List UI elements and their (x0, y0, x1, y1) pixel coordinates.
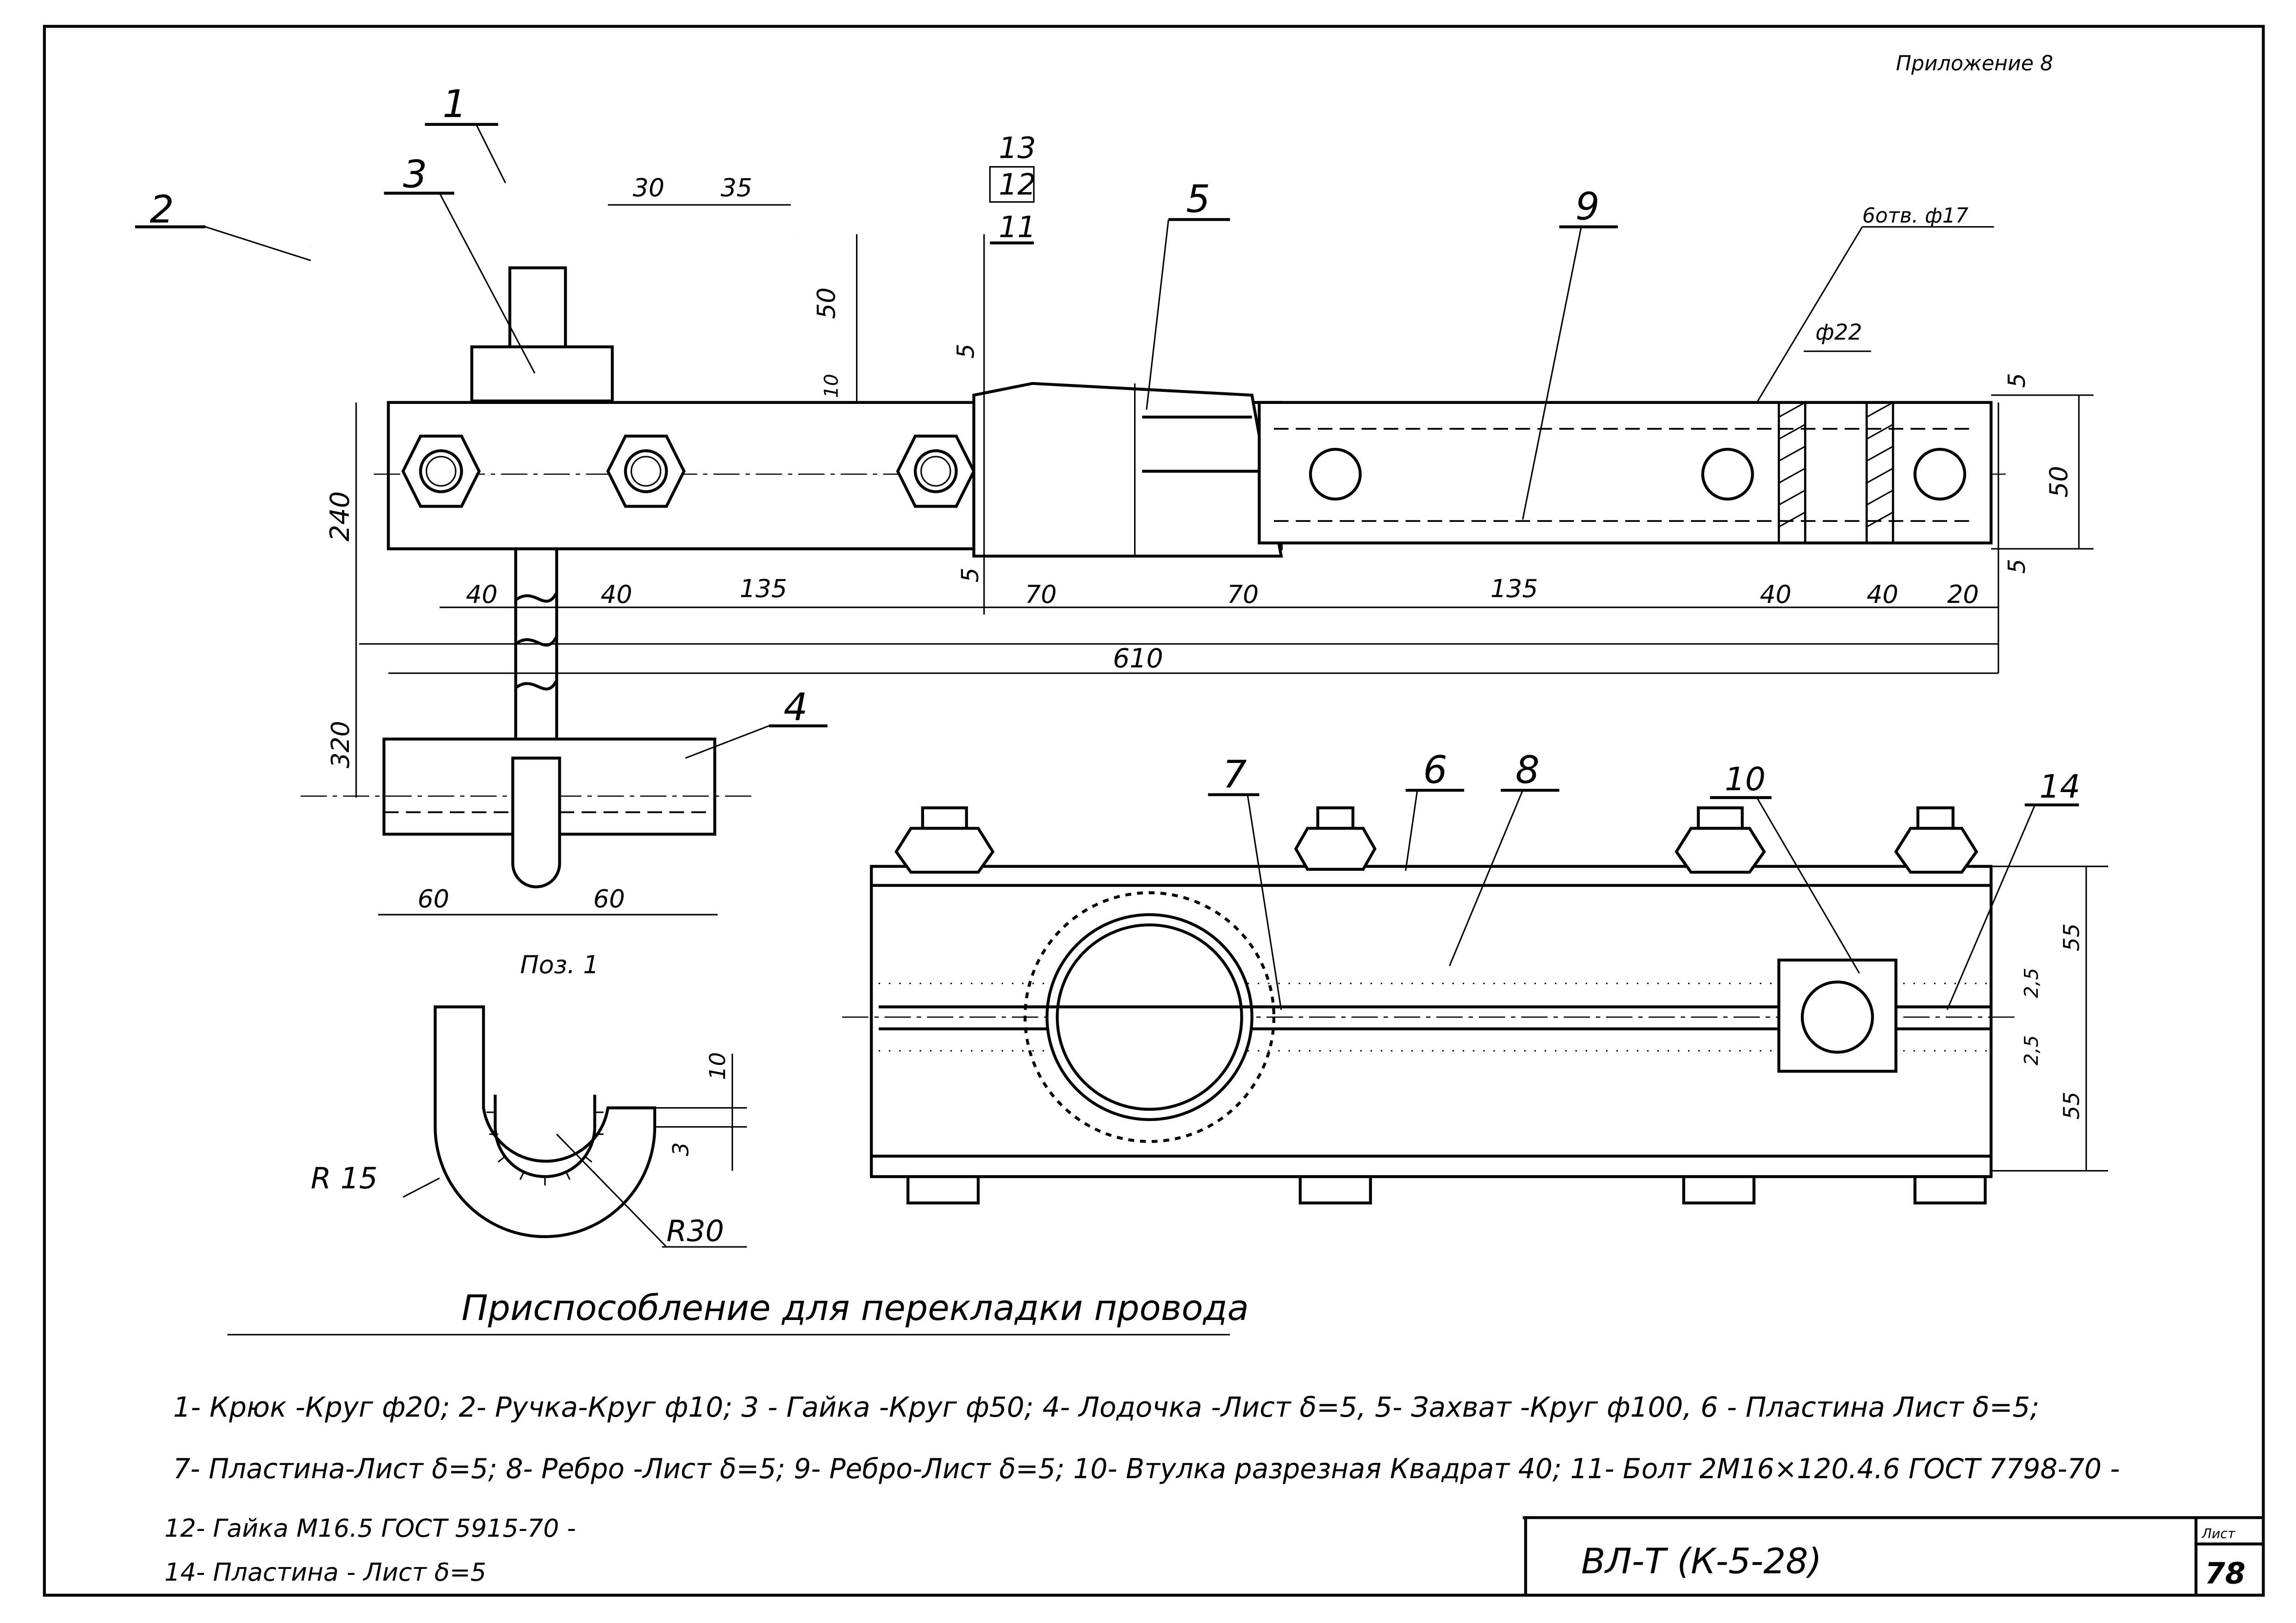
dim-3: 3 (669, 1142, 694, 1156)
hex-nut (896, 434, 976, 508)
parts-legend: 1- Крюк -Круг ф20; 2- Ручка-Круг ф10; 3 … (164, 1391, 2120, 1586)
dim-40: 40 (1867, 580, 1898, 609)
legend-line: 7- Пластина-Лист δ=5; 8- Ребро -Лист δ=5… (173, 1453, 2120, 1485)
legend-line: 12- Гайка М16.5 ГОСТ 5915-70 - (164, 1513, 576, 1542)
dim-40: 40 (1760, 580, 1791, 609)
label-4: 4 (783, 685, 807, 729)
label-11: 11 (999, 210, 1036, 244)
dim-50-right: 50 (2044, 466, 2073, 497)
radius-15: R 15 (311, 1161, 378, 1196)
sheet-label: Лист (2202, 1526, 2236, 1542)
dim-320: 320 (326, 721, 355, 768)
dim-610: 610 (1113, 643, 1163, 674)
dim-70: 70 (1025, 580, 1056, 609)
label-8: 8 (1515, 748, 1539, 792)
hex-nut (401, 434, 481, 508)
label-12: 12 (999, 167, 1036, 202)
dim-55: 55 (2059, 1091, 2085, 1119)
top-view: 30 35 50 10 5 5 240 40 40 135 70 70 135 … (300, 173, 2094, 916)
label-2: 2 (150, 188, 174, 232)
dim-35: 35 (720, 173, 752, 202)
bolts (894, 806, 1987, 1205)
detail-label: Поз. 1 (520, 950, 599, 979)
dim-60: 60 (418, 884, 449, 913)
label-9: 9 (1576, 185, 1600, 229)
dim-240: 240 (325, 491, 355, 542)
position-labels: 1 2 3 4 5 9 13 12 11 (135, 82, 1618, 759)
dim-40: 40 (601, 580, 632, 609)
title-block: ВЛ-Т (К-5-28) Лист 78 (1522, 1516, 2264, 1595)
dim-40: 40 (466, 580, 497, 609)
dim-20: 20 (1947, 580, 1979, 609)
dim-5: 5 (952, 344, 980, 359)
label-7: 7 (1222, 753, 1247, 797)
label-6: 6 (1423, 748, 1447, 792)
appendix-label: Приложение 8 (1896, 52, 2053, 75)
dim-phi22: ф22 (1815, 320, 1862, 345)
label-1: 1 (442, 82, 466, 126)
holes-note: 6отв. ф17 (1862, 204, 1968, 228)
dimension-lines (355, 204, 2094, 916)
drawing-title: Приспособление для перекладки провода (461, 1288, 1248, 1328)
dim-5: 5 (2003, 373, 2030, 388)
dim-10: 10 (820, 374, 842, 398)
legend-line: 1- Крюк -Круг ф20; 2- Ручка-Круг ф10; 3 … (173, 1391, 2039, 1424)
label-5: 5 (1186, 178, 1210, 222)
dim-2-5: 2,5 (2020, 1035, 2042, 1065)
dim-2-5: 2,5 (2020, 968, 2042, 998)
side-view: 55 55 2,5 2,5 (842, 806, 2109, 1205)
dim-55: 55 (2059, 923, 2085, 951)
side-labels: 7 6 8 10 14 (1208, 748, 2080, 1010)
label-14: 14 (2039, 768, 2080, 805)
drawing-frame (43, 25, 2265, 1597)
legend-line: 14- Пластина - Лист δ=5 (164, 1557, 486, 1586)
document-code: ВЛ-Т (К-5-28) (1581, 1541, 1822, 1581)
dim-135: 135 (1490, 574, 1538, 603)
dim-5: 5 (2003, 559, 2030, 574)
sheet-number: 78 (2205, 1556, 2246, 1591)
dim-30: 30 (633, 173, 664, 202)
label-3: 3 (403, 153, 427, 197)
hex-nut (606, 434, 686, 508)
label-13: 13 (999, 131, 1036, 165)
label-10: 10 (1725, 761, 1766, 798)
detail-pos1: Поз. 1 10 3 R 15 R30 (311, 950, 747, 1248)
dim-60: 60 (593, 884, 625, 913)
dim-135: 135 (739, 574, 787, 603)
dim-5: 5 (956, 568, 984, 582)
dim-10: 10 (705, 1052, 731, 1080)
dim-50: 50 (812, 287, 841, 319)
radius-30: R30 (666, 1214, 724, 1248)
dim-70: 70 (1227, 580, 1259, 609)
